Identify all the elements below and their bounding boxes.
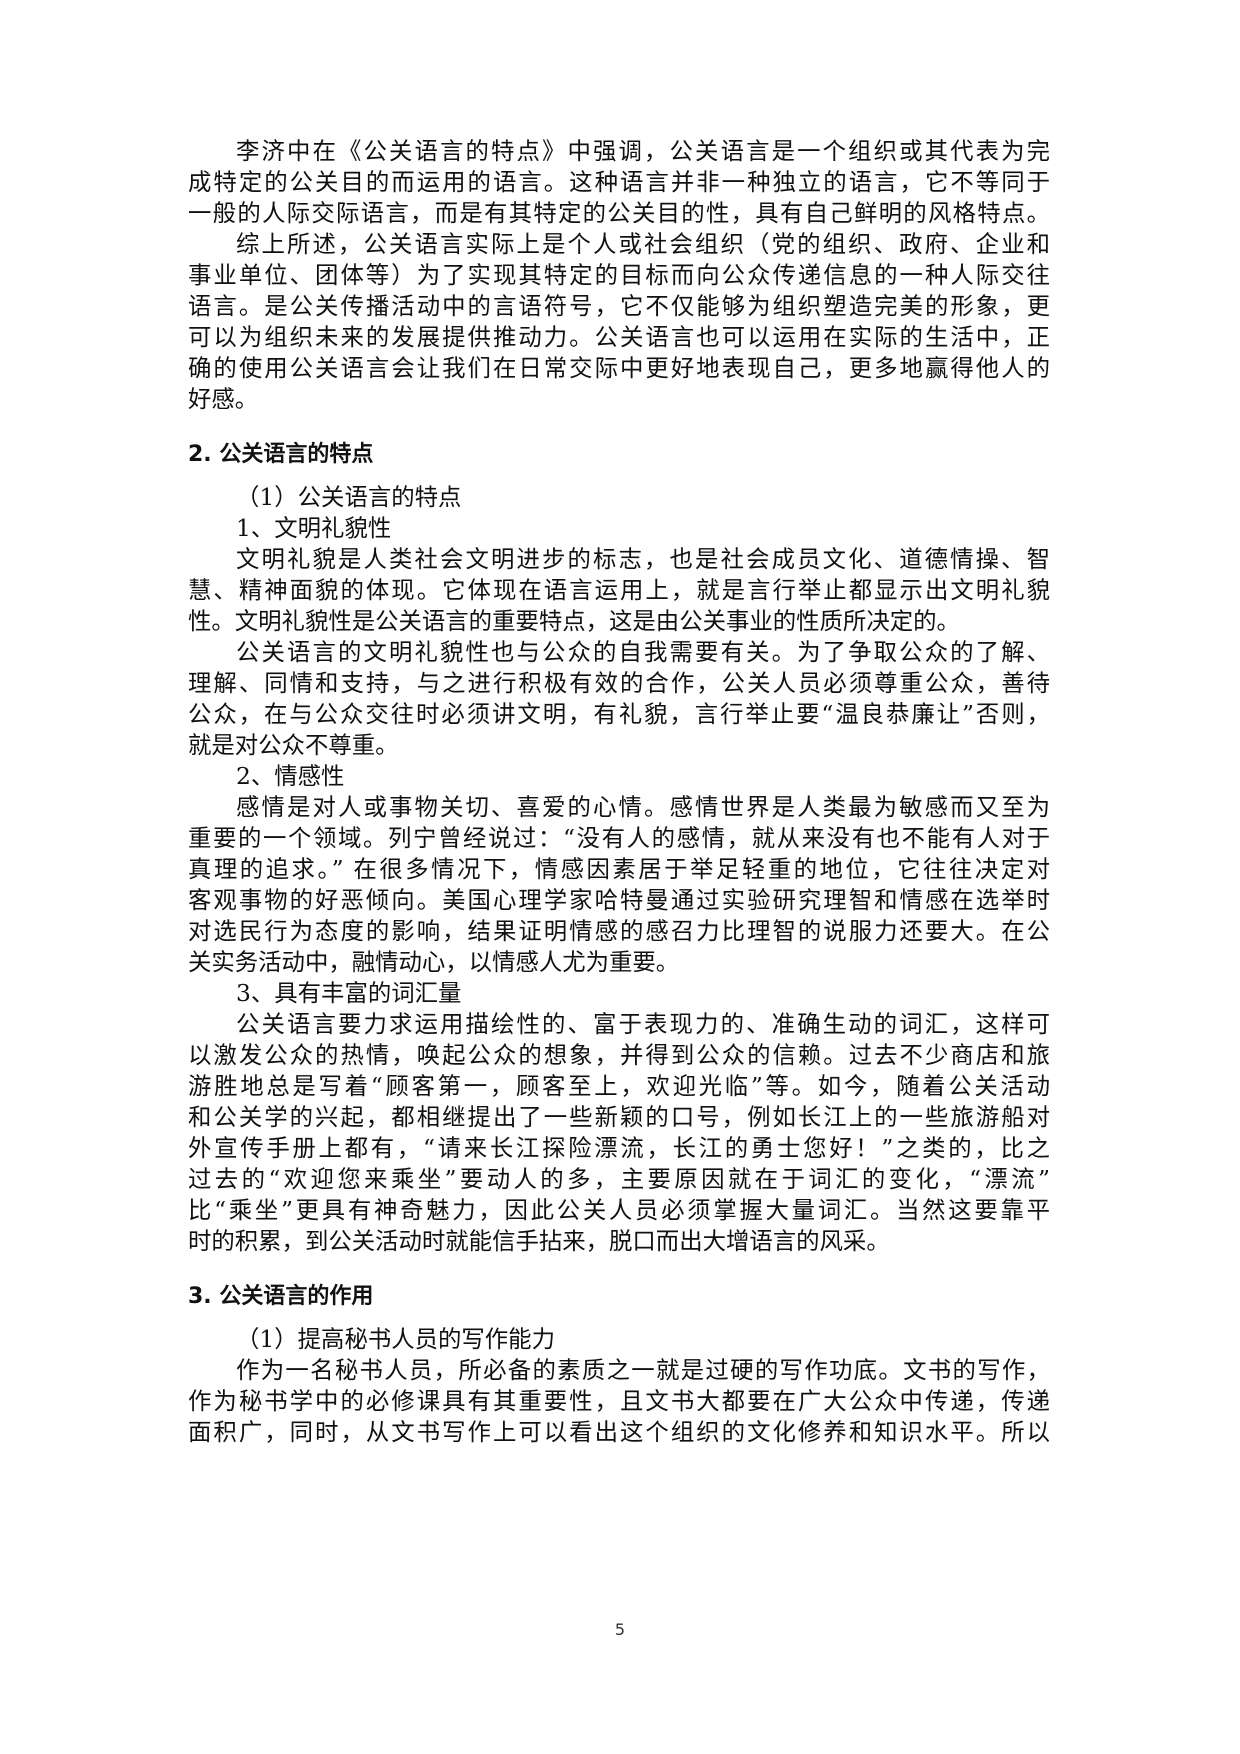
document-page: 李济中在《公关语言的特点》中强调，公关语言是一个组织或其代表为完 成特定的公关目… [188,136,1050,1448]
text-line: 面积广，同时，从文书写作上可以看出这个组织的文化修养和知识水平。所以 [188,1418,1050,1446]
text-line: 语言。是公关传播活动中的言语符号，它不仅能够为组织塑造完美的形象，更 [188,292,1050,320]
paragraph-item1-1: 文明礼貌是人类社会文明进步的标志，也是社会成员文化、道德情操、智 慧、精神面貌的… [188,544,1050,637]
text-line: 真理的追求。” 在很多情况下，情感因素居于举足轻重的地位，它往往决定对 [188,855,1050,883]
paragraph-item3-1: 公关语言要力求运用描绘性的、富于表现力的、准确生动的词汇，这样可 以激发公众的热… [188,1009,1050,1257]
text-line: 李济中在《公关语言的特点》中强调，公关语言是一个组织或其代表为完 [236,137,1050,165]
text-line: 理解、同情和支持，与之进行积极有效的合作，公关人员必须尊重公众，善待 [188,669,1050,697]
paragraph-intro-1: 李济中在《公关语言的特点》中强调，公关语言是一个组织或其代表为完 成特定的公关目… [188,136,1050,229]
text-line: 过去的“欢迎您来乘坐”要动人的多，主要原因就在于词汇的变化，“漂流” [188,1165,1050,1193]
item-title-3: 3、具有丰富的词汇量 [236,979,462,1007]
text-line: 外宣传手册上都有，“请来长江探险漂流，长江的勇士您好！”之类的，比之 [188,1134,1050,1162]
text-line: 好感。 [188,385,259,413]
text-line: 综上所述，公关语言实际上是个人或社会组织（党的组织、政府、企业和 [236,230,1050,258]
text-line: 事业单位、团体等）为了实现其特定的目标而向公众传递信息的一种人际交往 [188,261,1050,289]
item-title-1: 1、文明礼貌性 [236,514,392,542]
page-number: 5 [614,1620,626,1639]
text-line: 对选民行为态度的影响，结果证明情感的感召力比理智的说服力还要大。在公 [188,917,1050,945]
text-line: 重要的一个领域。列宁曾经说过：“没有人的感情，就从来没有也不能有人对于 [188,824,1050,852]
text-line: 以激发公众的热情，唤起公众的想象，并得到公众的信赖。过去不少商店和旅 [188,1041,1050,1069]
text-line: 公关语言要力求运用描绘性的、富于表现力的、准确生动的词汇，这样可 [236,1010,1050,1038]
text-line: 感情是对人或事物关切、喜爱的心情。感情世界是人类最为敏感而又至为 [236,793,1050,821]
text-line: 成特定的公关目的而运用的语言。这种语言并非一种独立的语言，它不等同于 [188,168,1050,196]
paragraph-intro-2: 综上所述，公关语言实际上是个人或社会组织（党的组织、政府、企业和 事业单位、团体… [188,229,1050,415]
section-heading-3: 3. 公关语言的作用 [188,1284,374,1309]
text-line: 和公关学的兴起，都相继提出了一些新颖的口号，例如长江上的一些旅游船对 [188,1103,1050,1131]
text-line: 性。文明礼貌性是公关语言的重要特点，这是由公关事业的性质所决定的。 [188,607,960,635]
text-line: 游胜地总是写着“顾客第一，顾客至上，欢迎光临”等。如今，随着公关活动 [188,1072,1050,1100]
text-line: 作为秘书学中的必修课具有其重要性，且文书大都要在广大公众中传递，传递 [188,1387,1050,1415]
text-line: 确的使用公关语言会让我们在日常交际中更好地表现自己，更多地赢得他人的 [188,354,1050,382]
text-line: 可以为组织未来的发展提供推动力。公关语言也可以运用在实际的生活中，正 [188,323,1050,351]
text-line: 公众，在与公众交往时必须讲文明，有礼貌，言行举止要“温良恭廉让”否则， [188,700,1050,728]
section-heading-2: 2. 公关语言的特点 [188,442,374,467]
paragraph-item1-2: 公关语言的文明礼貌性也与公众的自我需要有关。为了争取公众的了解、 理解、同情和支… [188,637,1050,761]
text-line: 作为一名秘书人员，所必备的素质之一就是过硬的写作功底。文书的写作， [236,1356,1050,1384]
text-line: 关实务活动中，融情动心，以情感人尤为重要。 [188,948,680,976]
paragraph-item2-1: 感情是对人或事物关切、喜爱的心情。感情世界是人类最为敏感而又至为 重要的一个领域… [188,792,1050,978]
item-title-2: 2、情感性 [236,762,345,790]
text-line: 时的积累，到公关活动时就能信手拈来，脱口而出大增语言的风采。 [188,1227,890,1255]
text-line: 一般的人际交际语言，而是有其特定的公关目的性，具有自己鲜明的风格特点。 [188,199,1050,227]
subheading: （1）提高秘书人员的写作能力 [236,1325,555,1353]
paragraph-section3-1: 作为一名秘书人员，所必备的素质之一就是过硬的写作功底。文书的写作， 作为秘书学中… [188,1355,1050,1448]
text-line: 文明礼貌是人类社会文明进步的标志，也是社会成员文化、道德情操、智 [236,545,1050,573]
text-line: 公关语言的文明礼貌性也与公众的自我需要有关。为了争取公众的了解、 [236,638,1050,666]
subheading: （1）公关语言的特点 [236,483,462,511]
text-line: 比“乘坐”更具有神奇魅力，因此公关人员必须掌握大量词汇。当然这要靠平 [188,1196,1050,1224]
text-line: 客观事物的好恶倾向。美国心理学家哈特曼通过实验研究理智和情感在选举时 [188,886,1050,914]
text-line: 慧、精神面貌的体现。它体现在语言运用上，就是言行举止都显示出文明礼貌 [188,576,1050,604]
text-line: 就是对公众不尊重。 [188,731,399,759]
